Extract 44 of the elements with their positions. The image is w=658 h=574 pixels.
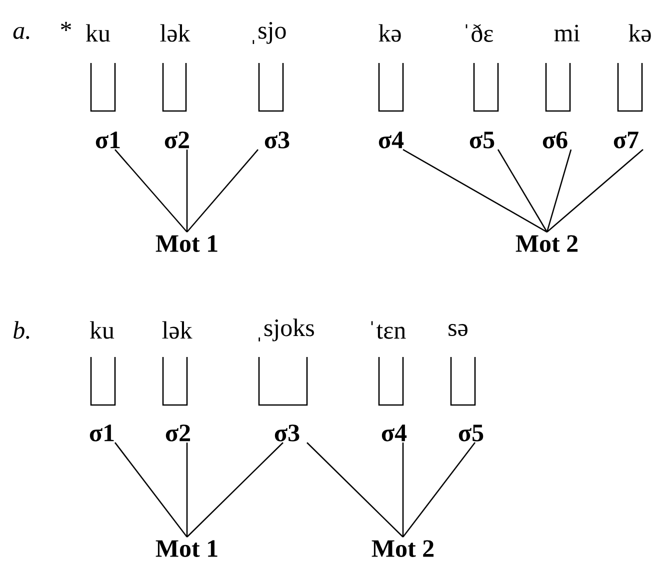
branch-line xyxy=(402,149,548,233)
word-label: Mot 2 xyxy=(372,540,434,557)
syllable-label: σ1 xyxy=(90,424,114,442)
branch-line xyxy=(186,442,188,537)
syllable-label: σ4 xyxy=(378,132,404,148)
branch-line xyxy=(546,149,644,232)
branch-line xyxy=(306,442,404,538)
syllable-label: σ6 xyxy=(542,132,568,148)
syllable-text: lək xyxy=(162,321,192,339)
syllable-label: σ5 xyxy=(470,132,494,148)
example-letter: a. xyxy=(13,26,30,40)
branch-line xyxy=(186,442,284,538)
syllable-text: ku xyxy=(90,321,114,339)
branch-line xyxy=(186,150,188,232)
example-letter: b. xyxy=(14,321,30,339)
syllable-label: σ7 xyxy=(614,132,638,148)
word-label: Mot 1 xyxy=(156,235,218,252)
syllable-text: ˌsjo xyxy=(252,22,286,44)
syllable-text: sə xyxy=(448,324,468,336)
syllable-label: σ2 xyxy=(166,424,190,442)
syllable-label: σ3 xyxy=(274,424,300,442)
syllable-text: ˌsjoks xyxy=(258,318,314,342)
word-label: Mot 1 xyxy=(156,540,218,557)
syllable-text: ˈðɛ xyxy=(466,24,493,42)
syllable-label: σ2 xyxy=(164,132,189,148)
syllable-text: kə xyxy=(628,24,651,42)
syllable-text: mi xyxy=(554,24,580,42)
word-label: Mot 2 xyxy=(516,235,578,252)
branch-line xyxy=(402,442,404,537)
syllable-label: σ1 xyxy=(96,132,120,148)
branch-line xyxy=(497,149,548,232)
syllable-text: ˈtɛn xyxy=(371,321,406,339)
branch-line xyxy=(402,442,476,538)
branch-line xyxy=(114,442,188,538)
branch-line xyxy=(114,149,188,232)
syllable-text: kə xyxy=(378,24,401,42)
syllable-text: lək xyxy=(160,24,190,42)
syllable-label: σ4 xyxy=(382,424,407,442)
asterisk: * xyxy=(60,22,72,31)
branch-line xyxy=(186,149,258,232)
branch-line xyxy=(546,149,572,232)
syllable-label: σ5 xyxy=(458,424,484,442)
syllable-text: ku xyxy=(86,24,110,42)
syllable-label: σ3 xyxy=(264,132,290,148)
